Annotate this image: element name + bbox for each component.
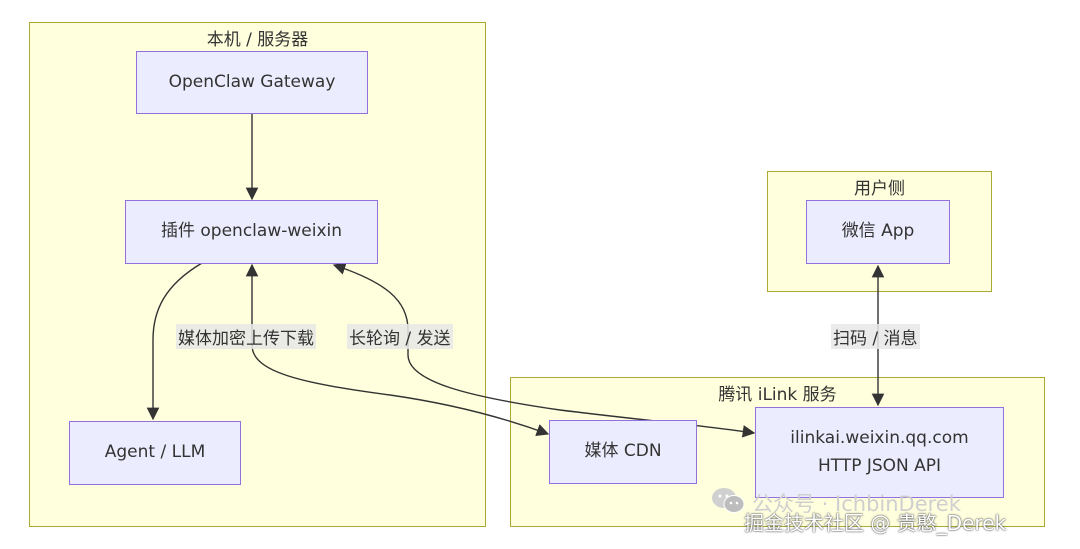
cluster-title-user-side: 用户侧 xyxy=(854,179,905,199)
node-agent-llm-label: Agent / LLM xyxy=(104,442,206,463)
edge-plugin-to-agent xyxy=(146,262,203,421)
node-media-cdn-label: 媒体 CDN xyxy=(584,441,662,462)
node-wechat-app-label: 微信 App xyxy=(841,221,915,242)
node-plugin-openclaw-weixin-label: 插件 openclaw-weixin xyxy=(161,221,342,242)
node-wechat-app: 微信 App xyxy=(806,200,950,264)
wechat-logo-icon xyxy=(712,488,745,513)
edge-label-media-transfer: 媒体加密上传下载 xyxy=(176,324,316,349)
node-media-cdn: 媒体 CDN xyxy=(549,420,697,484)
node-ilink-api-host: ilinkai.weixin.qq.com xyxy=(790,428,969,449)
watermark-community: 掘金技术社区 @ 贵憨_Derek xyxy=(744,511,1007,535)
node-ilink-api-type: HTTP JSON API xyxy=(817,455,942,476)
node-openclaw-gateway-label: OpenClaw Gateway xyxy=(168,71,336,92)
edge-plugin-media-cdn xyxy=(245,263,550,436)
node-openclaw-gateway: OpenClaw Gateway xyxy=(136,51,368,114)
cluster-title-local-server: 本机 / 服务器 xyxy=(206,30,309,50)
edge-label-scan-message: 扫码 / 消息 xyxy=(831,324,920,349)
node-plugin-openclaw-weixin: 插件 openclaw-weixin xyxy=(125,200,378,264)
node-ilink-api: ilinkai.weixin.qq.com HTTP JSON API xyxy=(755,407,1004,498)
edge-plugin-ilink-api xyxy=(332,262,756,438)
edge-label-long-poll-send: 长轮询 / 发送 xyxy=(347,324,453,349)
node-agent-llm: Agent / LLM xyxy=(69,421,241,485)
watermark-account: 公众号 · IchbinDerek xyxy=(752,492,961,516)
